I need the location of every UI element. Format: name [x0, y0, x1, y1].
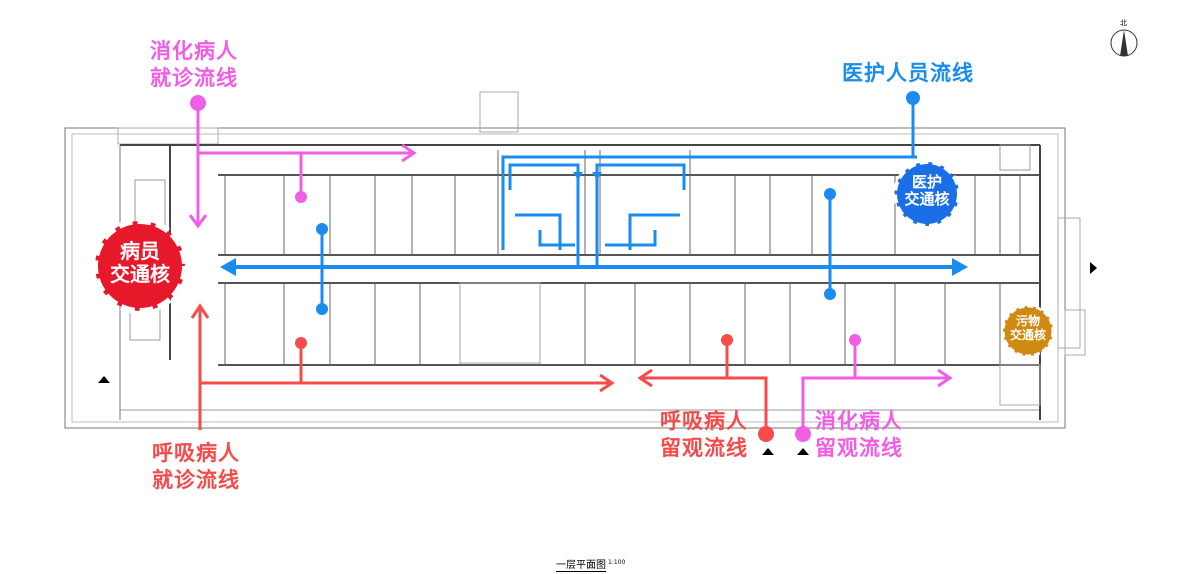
patient-core-badge: 病员 交通核 — [100, 240, 180, 286]
label-line: 就诊流线 — [152, 468, 240, 492]
core-badges — [92, 160, 1055, 358]
label-line: 消化病人 — [815, 409, 903, 433]
label-line: 呼吸病人 — [152, 441, 240, 465]
dirty-core-badge: 污物 交通核 — [1003, 314, 1053, 343]
badge-line: 交通核 — [110, 262, 170, 286]
digestive-observe-lines — [801, 340, 953, 434]
arrow-right-icon — [952, 258, 968, 276]
digestive-visit-label: 消化病人 就诊流线 — [150, 38, 238, 92]
staff-flow-label: 医护人员流线 — [842, 61, 974, 85]
staff-flow-marks — [220, 91, 968, 315]
label-line: 留观流线 — [660, 436, 748, 460]
label-line: 就诊流线 — [150, 66, 238, 90]
respiratory-visit-lines — [190, 303, 615, 430]
staff-start-dot — [906, 91, 920, 105]
badge-line: 医护 — [911, 173, 942, 191]
label-line: 留观流线 — [815, 436, 903, 460]
label-line: 消化病人 — [150, 39, 238, 63]
staff-flow-lines — [226, 98, 962, 309]
entrance-markers — [98, 262, 1097, 455]
badge-line: 病员 — [120, 239, 160, 263]
arrow-left-icon — [220, 258, 236, 276]
badge-line: 交通核 — [1009, 327, 1046, 342]
digestive-observe-label: 消化病人 留观流线 — [815, 408, 903, 462]
label-line: 呼吸病人 — [660, 409, 748, 433]
staff-core-badge: 医护 交通核 — [897, 173, 957, 209]
badge-line: 污物 — [1015, 314, 1040, 328]
respiratory-observe-label: 呼吸病人 留观流线 — [660, 408, 748, 462]
drawing-title: 一层平面图 — [556, 556, 606, 572]
north-label: 北 — [1120, 19, 1127, 27]
digestive-visit-lines — [188, 103, 417, 229]
badge-line: 交通核 — [904, 190, 950, 209]
north-arrow-icon — [1110, 29, 1138, 57]
drawing-scale: 1:100 — [608, 559, 626, 566]
respiratory-visit-label: 呼吸病人 就诊流线 — [152, 440, 240, 494]
respiratory-observe-lines — [637, 340, 768, 434]
building-walls — [64, 91, 1086, 429]
